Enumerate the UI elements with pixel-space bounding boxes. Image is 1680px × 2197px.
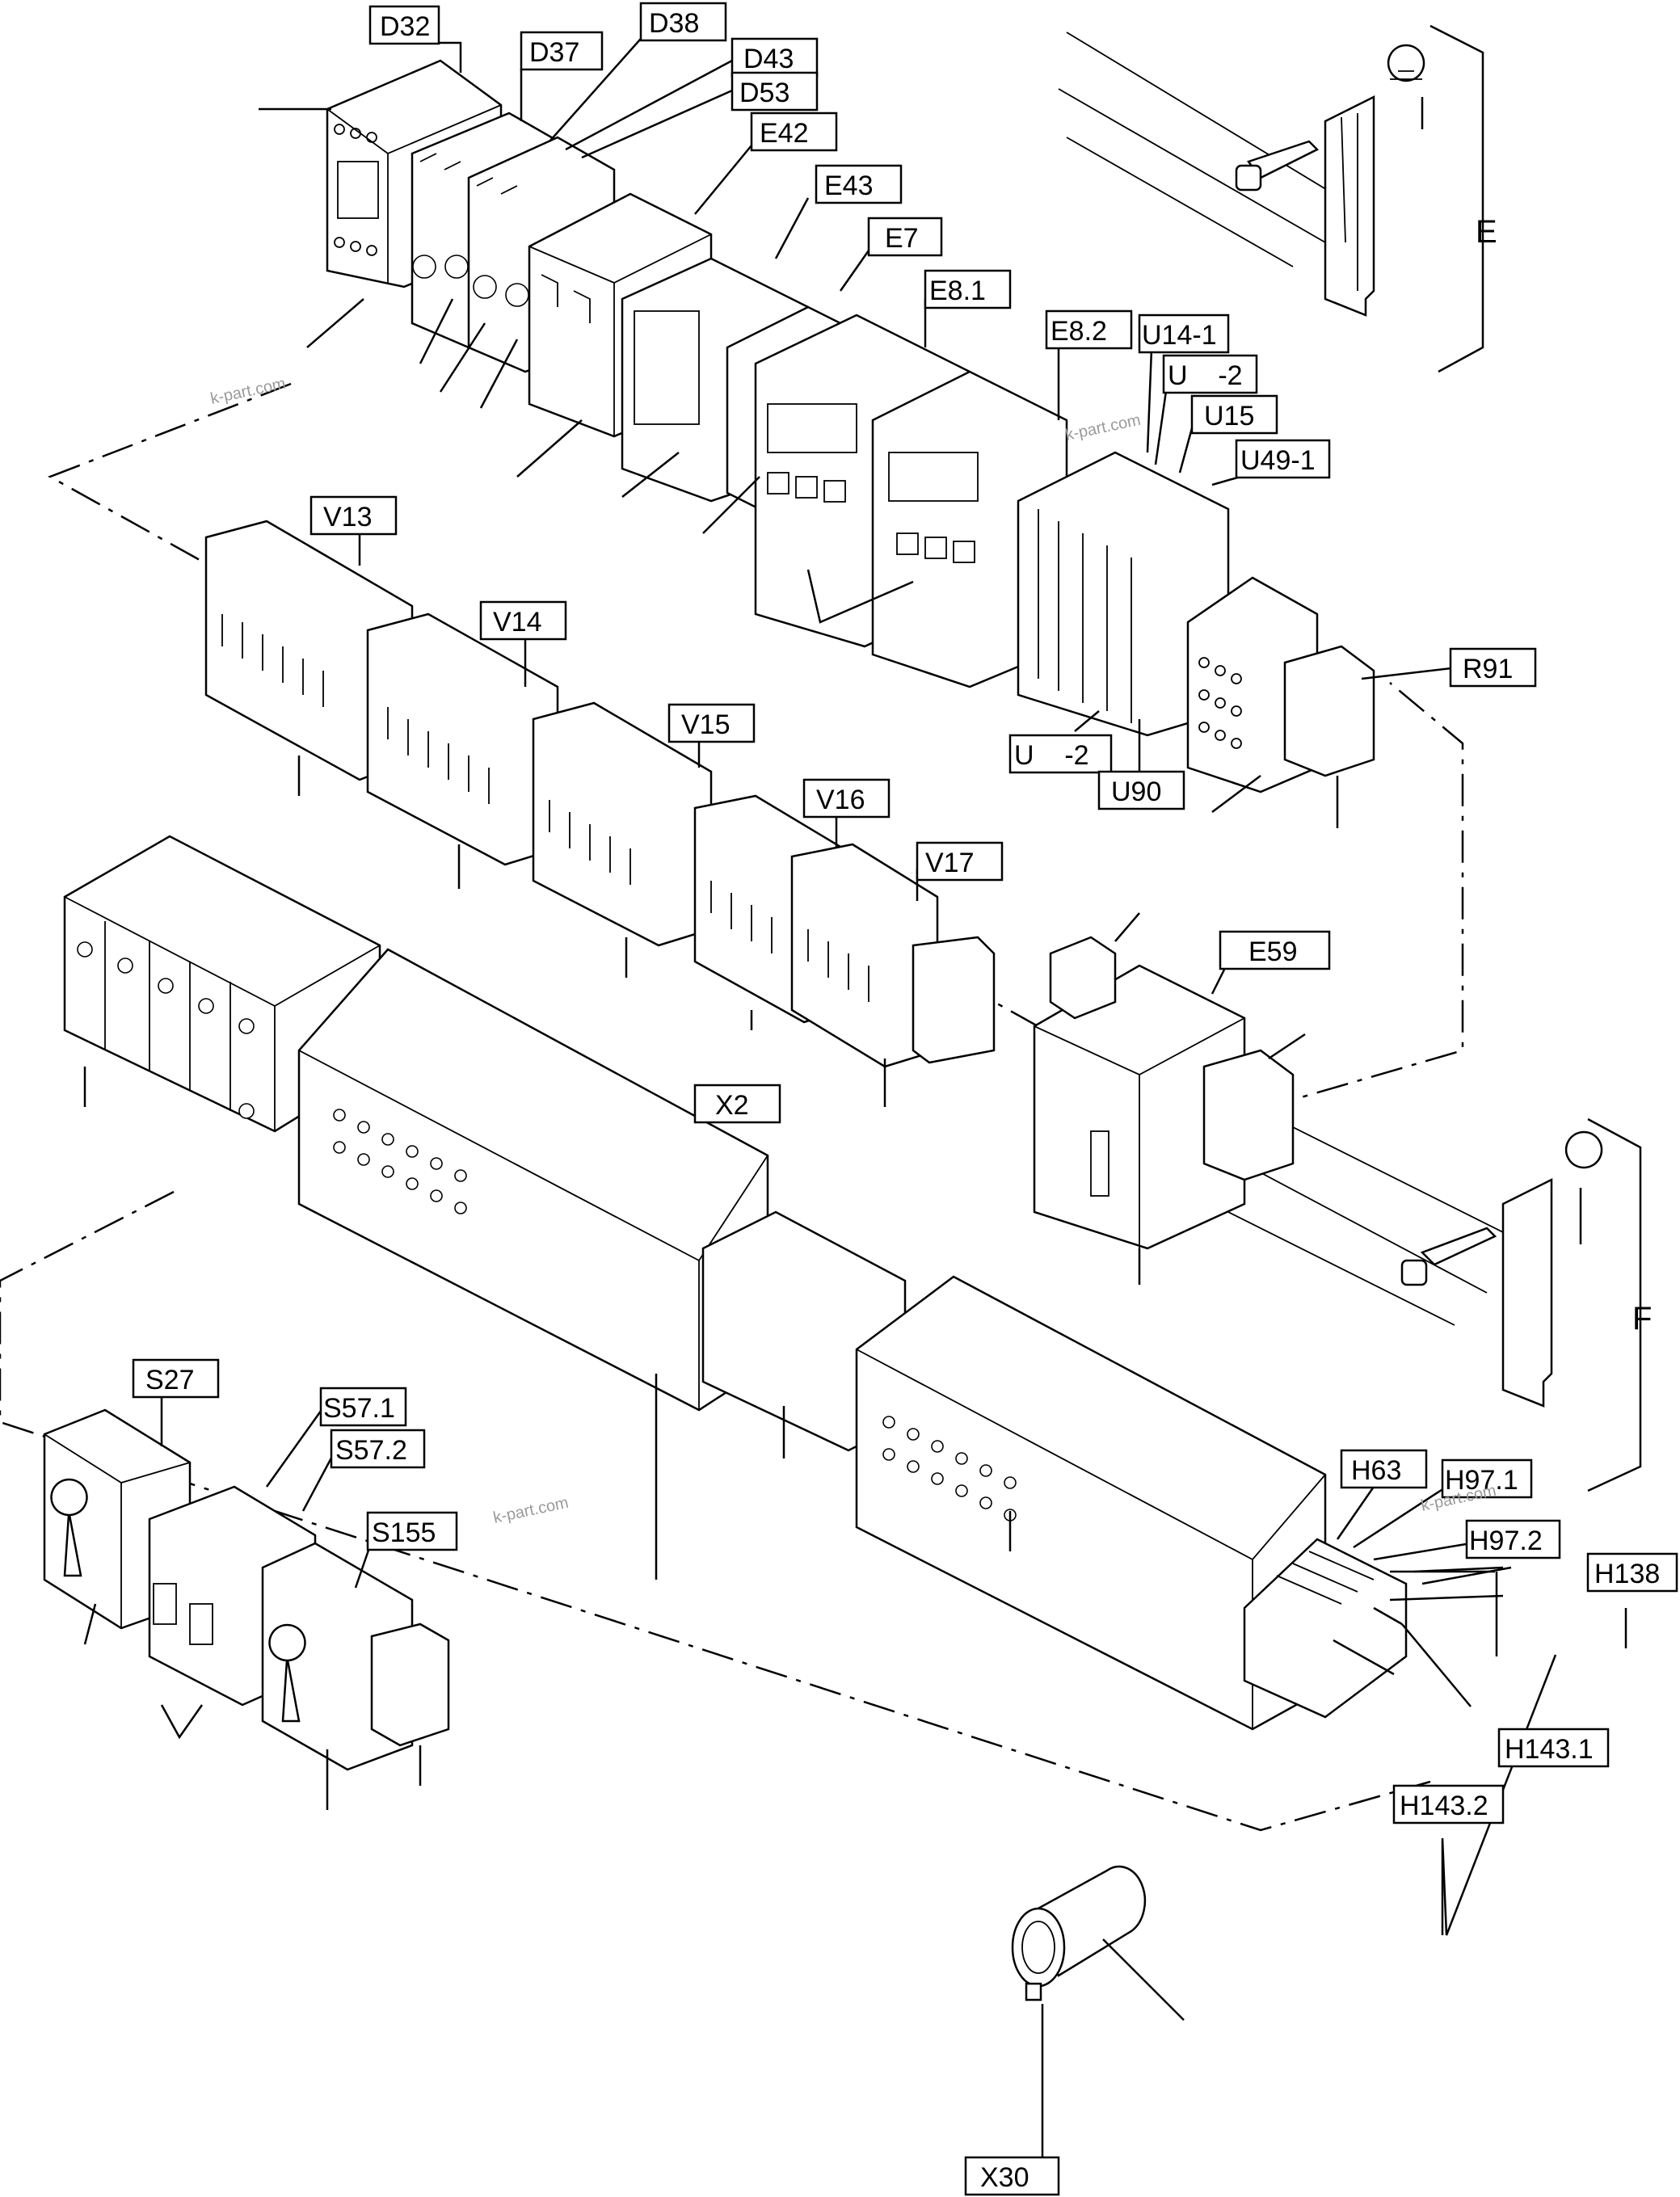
callout-e8-2: E8.2: [1045, 309, 1133, 350]
callout-u-2-bottom: U -2: [1008, 734, 1113, 774]
callout-v16: V16: [802, 778, 891, 819]
callout-labels: D32 D37 D38 D43 D53 E42 E43 E7 E8.1 E8.2…: [132, 2, 1678, 2196]
e59-module: [1033, 936, 1295, 1250]
svg-text:D37: D37: [529, 37, 579, 68]
callout-d37: D37: [520, 31, 604, 71]
callout-d43: D43: [731, 37, 819, 78]
svg-text:H143.2: H143.2: [1400, 1791, 1488, 1821]
svg-text:D38: D38: [649, 8, 699, 39]
switches: [43, 1408, 450, 1771]
top-row-modules: [326, 59, 1375, 793]
callout-h138: H138: [1586, 1552, 1678, 1593]
svg-text:U -2: U -2: [1014, 740, 1089, 771]
svg-text:E42: E42: [760, 118, 809, 149]
callout-s57-2: S57.2: [330, 1429, 426, 1469]
svg-text:V15: V15: [681, 709, 731, 740]
h-terminal-group: [1243, 1538, 1408, 1719]
svg-text:H138: H138: [1594, 1559, 1660, 1589]
svg-text:H63: H63: [1351, 1455, 1401, 1486]
svg-text:V14: V14: [493, 607, 542, 638]
svg-text:D32: D32: [380, 11, 430, 42]
svg-text:S27: S27: [145, 1365, 195, 1395]
svg-text:E8.1: E8.1: [929, 276, 986, 306]
callout-x30: X30: [964, 2156, 1060, 2196]
v-terminal-strips: [204, 520, 996, 1068]
svg-text:D43: D43: [743, 44, 794, 74]
svg-text:V17: V17: [925, 848, 975, 878]
svg-text:U15: U15: [1204, 401, 1254, 431]
callout-h97-1: H97.1: [1441, 1458, 1533, 1499]
svg-text:k-part.com: k-part.com: [208, 375, 287, 408]
svg-text:S57.2: S57.2: [335, 1435, 407, 1466]
callout-r91: R91: [1449, 647, 1537, 688]
rail-e: E: [1058, 24, 1497, 373]
callout-s57-1: S57.1: [319, 1387, 407, 1427]
callout-d38: D38: [639, 2, 727, 42]
callout-e59: E59: [1219, 930, 1331, 970]
callout-h63: H63: [1340, 1449, 1428, 1489]
svg-text:H97.1: H97.1: [1445, 1465, 1518, 1496]
x2-terminal-block: [297, 948, 1327, 1731]
callout-v15: V15: [667, 703, 756, 743]
callout-u49-1: U49-1: [1235, 439, 1331, 479]
leader-lines: [83, 32, 1627, 2174]
svg-text:E7: E7: [885, 223, 919, 254]
svg-text:E43: E43: [824, 170, 874, 201]
svg-text:H143.1: H143.1: [1505, 1734, 1594, 1765]
svg-text:V13: V13: [323, 502, 373, 532]
svg-text:V16: V16: [816, 785, 865, 815]
callout-v17: V17: [916, 841, 1004, 882]
rail-f: F: [1227, 1098, 1652, 1492]
svg-text:H97.2: H97.2: [1469, 1526, 1543, 1556]
svg-text:U49-1: U49-1: [1240, 445, 1316, 476]
callout-h97-2: H97.2: [1465, 1519, 1561, 1559]
callout-h143-2: H143.2: [1392, 1784, 1505, 1825]
callout-e7: E7: [867, 217, 943, 257]
svg-text:U90: U90: [1111, 777, 1161, 807]
callout-u-2-top: U -2: [1162, 354, 1258, 394]
callout-u15: U15: [1190, 394, 1278, 435]
callout-s27: S27: [132, 1358, 220, 1399]
svg-text:U -2: U -2: [1168, 360, 1243, 391]
callout-d53: D53: [731, 71, 819, 112]
svg-text:S155: S155: [372, 1517, 436, 1548]
callout-e42: E42: [750, 112, 838, 152]
callout-x2: X2: [693, 1084, 781, 1124]
callout-u90: U90: [1097, 770, 1185, 810]
callout-h143-1: H143.1: [1497, 1728, 1610, 1768]
side-label-f: F: [1632, 1301, 1652, 1336]
svg-text:R91: R91: [1463, 654, 1513, 684]
callout-d32: D32: [368, 5, 440, 45]
svg-text:E8.2: E8.2: [1051, 316, 1107, 347]
svg-text:X2: X2: [715, 1090, 749, 1121]
group-outlines: [0, 382, 1464, 1832]
callout-v14: V14: [479, 600, 567, 641]
svg-text:X30: X30: [980, 2162, 1029, 2193]
svg-text:k-part.com: k-part.com: [491, 1494, 570, 1527]
side-label-e: E: [1476, 214, 1497, 250]
callout-e43: E43: [815, 164, 903, 204]
callout-e8-1: E8.1: [924, 269, 1012, 309]
x30-connector: [1011, 1865, 1147, 2001]
svg-text:D53: D53: [739, 78, 789, 108]
svg-text:E59: E59: [1248, 936, 1298, 967]
svg-text:S57.1: S57.1: [323, 1393, 395, 1424]
svg-text:k-part.com: k-part.com: [1063, 411, 1142, 444]
callout-v13: V13: [309, 495, 398, 536]
callout-s155: S155: [366, 1511, 458, 1551]
svg-text:U14-1: U14-1: [1142, 320, 1217, 351]
callout-u14-1: U14-1: [1138, 314, 1230, 354]
